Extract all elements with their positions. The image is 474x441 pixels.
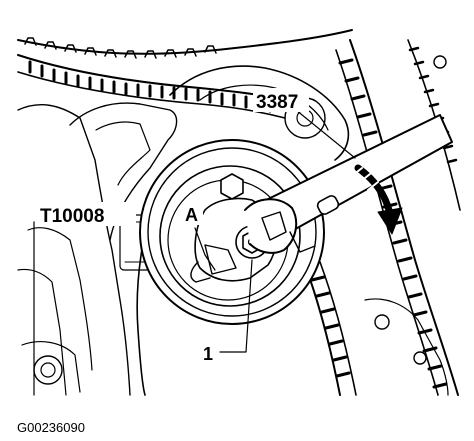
label-3387: 3387: [256, 92, 298, 113]
label-t10008: T10008: [40, 206, 104, 227]
figure-id: G00236090: [17, 420, 85, 435]
rotation-arrow-head: [377, 207, 403, 235]
lower-left-clamp: [21, 341, 81, 393]
engine-housing-left: [17, 104, 131, 396]
timing-belt-lower-run: [304, 264, 341, 396]
housing-rib-2: [27, 227, 93, 371]
label-1: 1: [203, 344, 213, 364]
label-a: A: [185, 205, 198, 225]
tensioner-pulley-ring-2: [147, 147, 317, 317]
leader-3387: [295, 109, 356, 159]
rotation-arrow-icon: [354, 164, 394, 218]
hex-nut-upper: [220, 173, 244, 200]
wrench-3387-slot: [316, 195, 340, 215]
camshaft-sprocket-teeth: [24, 37, 217, 59]
housing-rib-3: [17, 268, 67, 396]
lower-right-bolt-2: [413, 351, 427, 365]
leader-a: [194, 227, 216, 271]
tensioner-pulley-ring-3: [159, 165, 301, 307]
eccentric-plate-groove: [190, 261, 211, 283]
timing-belt-teeth-lower: [310, 275, 351, 378]
lower-left-bolt-inner: [40, 362, 56, 378]
rotation-arrow-stripes: [351, 167, 379, 191]
timing-belt-teeth-top: [28, 60, 272, 113]
timing-belt-right-run-outer: [349, 39, 459, 396]
wrench-3387-edge: [289, 231, 316, 253]
wrench-3387-jaw: [261, 211, 287, 241]
illustration-area: [17, 29, 461, 396]
lower-left-bolt-outer: [33, 355, 63, 385]
lower-right-housing: [364, 298, 449, 396]
housing-rib-1: [95, 121, 151, 186]
upper-right-bolt: [433, 55, 447, 69]
leader-1: [219, 259, 253, 353]
camshaft-sprocket: [17, 29, 353, 55]
lower-right-bolt-1: [374, 314, 390, 330]
timing-belt-lower-run-inner: [319, 261, 357, 396]
tensioner-bracket-upper: [169, 65, 350, 161]
